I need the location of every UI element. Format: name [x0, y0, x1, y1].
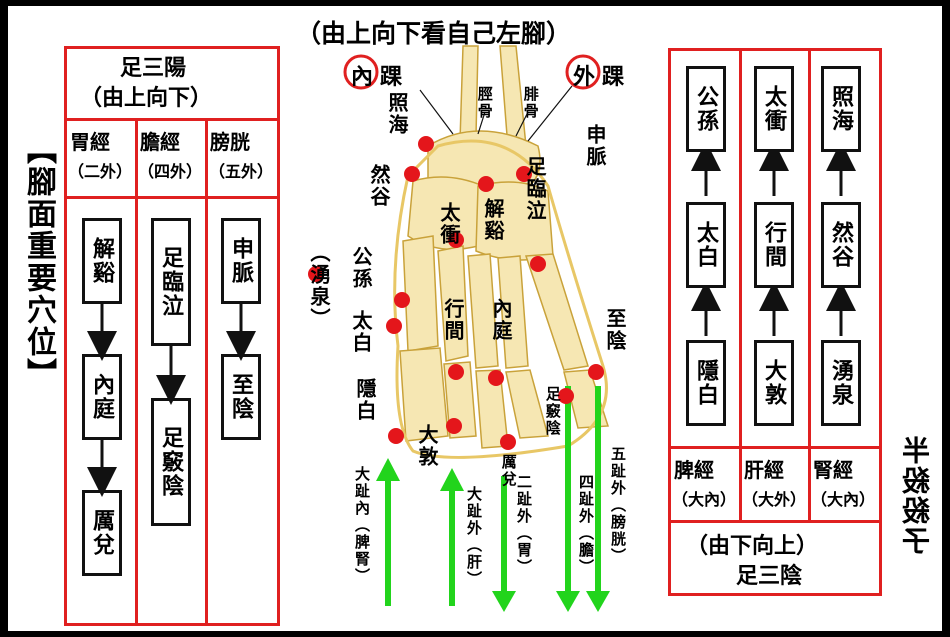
acupoint-box: 太白: [686, 202, 726, 288]
acupoint-dot: [394, 292, 410, 308]
left-panel-divider: [64, 196, 280, 199]
left-panel-arrows: [87, 141, 856, 497]
leader-line: [477, 111, 486, 135]
leader-line: [515, 111, 529, 137]
acupoint-dot: [386, 318, 402, 334]
foot-bones: [399, 45, 610, 449]
right-panel-footer: （由下向上）: [686, 533, 819, 559]
acupoint-box: 足臨泣: [151, 218, 191, 346]
label-yinbai: 隱白: [353, 378, 377, 422]
acupoint-dot: [388, 428, 404, 444]
label-neiting: 內庭: [489, 298, 513, 342]
label-xingjian: 行間: [441, 298, 465, 342]
right-panel-col-divider: [739, 48, 742, 520]
label-taibai: 太白: [349, 310, 373, 354]
acupoint-box: 厲兌: [82, 490, 122, 576]
acupoint-dot: [448, 232, 464, 248]
leader-line: [527, 85, 573, 142]
label-gongsun: 公孫: [349, 246, 373, 290]
column-side: （大內）: [672, 490, 737, 509]
right-panel-divider: [668, 520, 882, 523]
outer-ankle-char: 外: [573, 64, 596, 90]
foot-illustration: [343, 45, 610, 612]
acupoint-dot: [530, 256, 546, 272]
leader-line: [419, 89, 454, 135]
acupoint-dot: [558, 388, 574, 404]
left-panel-header: 足三陽: [120, 55, 187, 81]
column-name: 胃經: [70, 130, 110, 154]
ankle-marker: [343, 54, 379, 90]
ankle-marker: [565, 54, 601, 90]
acupoint-box: 湧泉: [821, 340, 861, 426]
column-side: （四外）: [138, 162, 203, 181]
column-name: 脾經: [674, 458, 714, 482]
outer-ankle-label: 踝: [602, 64, 625, 90]
toe-label: 五趾外（膀胱）: [609, 446, 627, 565]
label-tibia: 脛骨: [475, 86, 494, 120]
toe-label: 大趾內（脾腎）: [353, 466, 371, 585]
acupoint-box: 至陰: [221, 354, 261, 440]
column-side: （二外）: [68, 162, 133, 181]
label-zhaohai: 照海: [385, 92, 409, 136]
acupoint-box: 申脈: [221, 218, 261, 304]
inner-ankle-label: 踝: [380, 64, 403, 90]
acupoint-dot: [516, 166, 532, 182]
acupoint-box: 內庭: [82, 354, 122, 440]
left-panel-col-divider: [205, 118, 208, 626]
right-panel-frame: [668, 48, 882, 596]
acupoint-dot: [404, 166, 420, 182]
acupoint-dot: [418, 136, 434, 152]
label-rangu: 然谷: [367, 164, 391, 208]
label-jiexi: 解谿: [481, 198, 505, 242]
label-shenmai: 申脈: [583, 124, 607, 168]
acupoint-box: 行間: [754, 202, 794, 288]
toe-label: 二趾外（胃）: [515, 474, 533, 576]
right-panel-col-divider: [808, 48, 811, 520]
acupoint-box: 隱白: [686, 340, 726, 426]
column-side: （五外）: [209, 162, 274, 181]
column-name: 膽經: [140, 130, 180, 154]
toe-label: 四趾外（膽）: [577, 474, 595, 576]
acupoint-dot: [500, 434, 516, 450]
right-panel-divider: [668, 446, 882, 449]
column-name: 肝經: [744, 458, 784, 482]
column-name: 膀胱: [210, 130, 250, 154]
side-title: 【腳面重要穴位】: [21, 134, 56, 390]
label-zulinqi: 足臨泣: [523, 156, 547, 222]
acupoint-box: 大敦: [754, 340, 794, 426]
left-panel-col-divider: [135, 118, 138, 626]
label-yongquan: （湧泉）: [307, 242, 331, 330]
label-taichong: 太衝: [437, 202, 461, 246]
acupoint-dot: [588, 364, 604, 380]
label-dadun: 大敦: [415, 424, 439, 468]
acupoint-box: 解谿: [82, 218, 122, 304]
left-panel-subheader: （由上向下）: [80, 85, 213, 111]
acupoint-box: 然谷: [821, 202, 861, 288]
right-panel-footer2: 足三陰: [736, 563, 803, 589]
label-fibula: 腓骨: [521, 86, 540, 120]
left-panel-frame: [64, 46, 280, 626]
diagram-title: （由上向下看自己左腳）: [296, 19, 572, 48]
label-lidui: 厲兌: [499, 454, 518, 488]
canvas: （由上向下看自己左腳） 【腳面重要穴位】 半殺殺子 足三陽 （由上向下） 胃經 …: [8, 6, 942, 631]
acupoint-dot: [446, 418, 462, 434]
acupoint-box: 公孫: [686, 66, 726, 152]
acupoint-dot: [478, 176, 494, 192]
column-name: 腎經: [813, 458, 853, 482]
acupoint-dot: [488, 370, 504, 386]
inner-ankle-char: 內: [351, 64, 374, 90]
toe-arrows: [376, 386, 610, 612]
acupoint-box: 太衝: [754, 66, 794, 152]
left-panel-divider: [64, 118, 280, 121]
acupoint-box: 照海: [821, 66, 861, 152]
label-zuqiaoyin: 足竅陰: [543, 386, 562, 437]
column-side: （大外）: [742, 490, 807, 509]
acupoint-dot: [448, 364, 464, 380]
label-zhiyin: 至陰: [603, 308, 627, 352]
acupoint-dot: [308, 266, 324, 282]
column-side: （大內）: [811, 490, 876, 509]
toe-label: 大趾外（肝）: [465, 486, 483, 588]
